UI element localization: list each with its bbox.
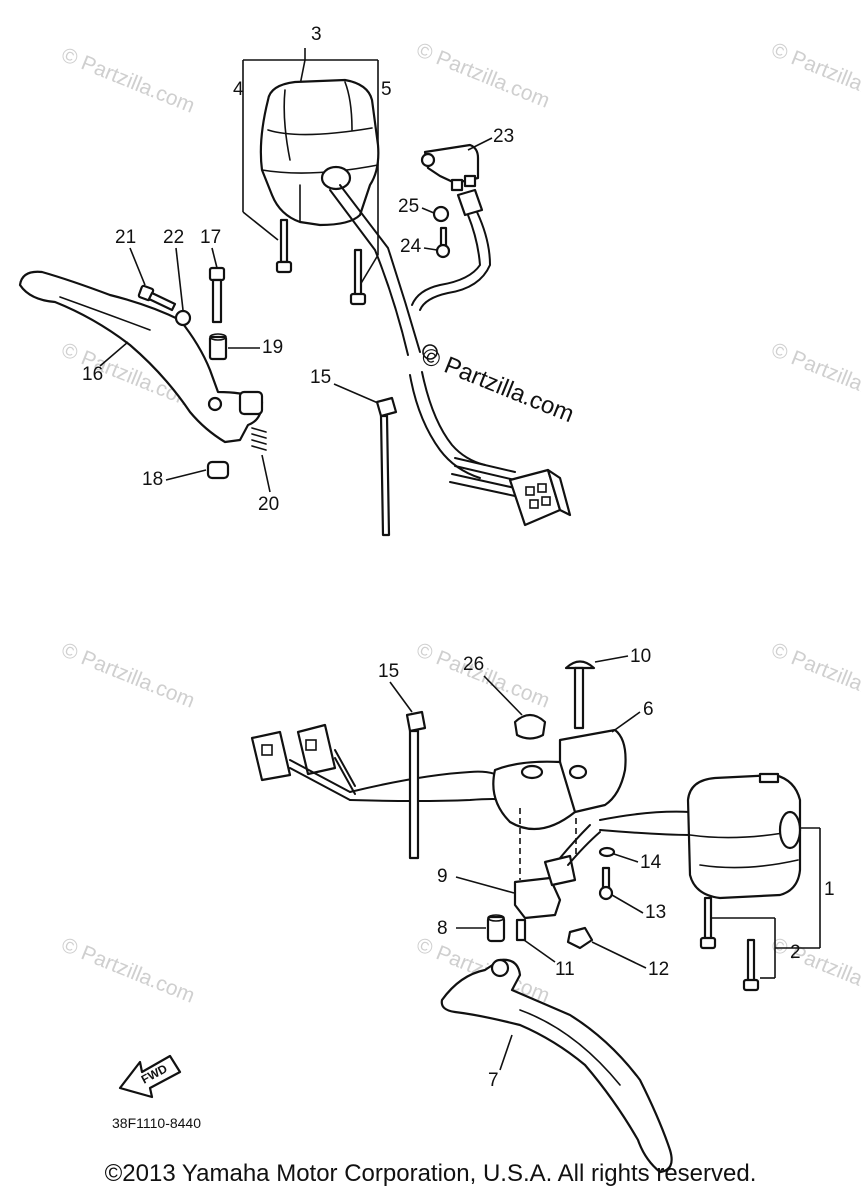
spring-20 bbox=[251, 427, 267, 451]
holder-6 bbox=[492, 728, 627, 831]
callout-4: 4 bbox=[233, 79, 244, 100]
watermark: © Partzilla.com bbox=[413, 638, 553, 712]
callout-2: 2 bbox=[790, 942, 801, 963]
copyright-notice: ©2013 Yamaha Motor Corporation, U.S.A. A… bbox=[104, 1160, 757, 1187]
callout-bracket-2 bbox=[711, 917, 776, 979]
watermark: © Partzilla.com bbox=[768, 38, 861, 112]
screw-13 bbox=[598, 866, 614, 901]
top-connector bbox=[508, 468, 572, 527]
bolt-17 bbox=[208, 266, 226, 324]
callout-15-top: 15 bbox=[310, 367, 331, 388]
callout-23: 23 bbox=[493, 126, 514, 147]
watermark: © Partzilla.com bbox=[413, 38, 553, 112]
cap-26 bbox=[513, 713, 547, 740]
watermark: © Partzilla.com bbox=[58, 638, 198, 712]
callouts: 3 4 5 23 25 24 21 22 17 19 16 15 18 20 1… bbox=[82, 24, 835, 1091]
screw-5 bbox=[349, 248, 367, 306]
right-switch-housing bbox=[686, 772, 802, 900]
watermark: © Partzilla.com bbox=[58, 933, 198, 1007]
bolt-10 bbox=[564, 660, 596, 730]
cable-tie-15-bottom bbox=[405, 710, 427, 860]
callout-12: 12 bbox=[648, 959, 669, 980]
screw-2a bbox=[699, 896, 717, 950]
main-watermark-text: © Partzilla.com bbox=[418, 343, 578, 429]
callout-17: 17 bbox=[200, 227, 221, 248]
clutch-switch-23 bbox=[411, 143, 492, 311]
callout-9: 9 bbox=[437, 866, 448, 887]
callout-13: 13 bbox=[645, 902, 666, 923]
callout-8: 8 bbox=[437, 918, 448, 939]
callout-24: 24 bbox=[400, 236, 422, 257]
diagram-code: 38F1110-8440 bbox=[112, 1115, 201, 1131]
brake-switch-9 bbox=[513, 824, 601, 920]
bottom-connector bbox=[250, 723, 356, 801]
watermark: © Partzilla.com bbox=[768, 338, 861, 412]
cable-tie-15-top bbox=[375, 396, 398, 537]
callout-25: 25 bbox=[398, 196, 419, 217]
left-switch-housing bbox=[259, 78, 380, 227]
callout-bracket-1 bbox=[775, 827, 821, 949]
callout-14: 14 bbox=[640, 852, 662, 873]
callout-19: 19 bbox=[262, 337, 283, 358]
callout-1: 1 bbox=[824, 879, 835, 900]
callout-21: 21 bbox=[115, 227, 136, 248]
collar-19 bbox=[208, 333, 228, 361]
callout-20: 20 bbox=[258, 494, 279, 515]
callout-7: 7 bbox=[488, 1070, 499, 1091]
screw-24 bbox=[435, 226, 451, 259]
callout-26: 26 bbox=[463, 654, 484, 675]
callout-15-bottom: 15 bbox=[378, 661, 399, 682]
callout-3: 3 bbox=[311, 24, 322, 45]
nut-12 bbox=[566, 926, 594, 950]
clutch-lever-16 bbox=[18, 270, 264, 444]
collar-8 bbox=[486, 914, 506, 943]
washer-14 bbox=[598, 846, 616, 858]
callout-16: 16 bbox=[82, 364, 103, 385]
watermark: © Partzilla.com bbox=[58, 43, 198, 117]
watermark: © Partzilla.com bbox=[768, 933, 861, 1007]
brake-lever-7 bbox=[440, 958, 673, 1174]
screw-2b bbox=[742, 938, 760, 992]
watermark: © Partzilla.com bbox=[768, 638, 861, 712]
forward-arrow: FWD bbox=[118, 1054, 182, 1099]
nut-22 bbox=[174, 309, 192, 327]
bolt-21 bbox=[137, 284, 177, 312]
callout-22: 22 bbox=[163, 227, 184, 248]
callout-10: 10 bbox=[630, 646, 651, 667]
callout-18: 18 bbox=[142, 469, 163, 490]
screw-11 bbox=[515, 918, 527, 942]
callout-11: 11 bbox=[555, 959, 575, 980]
top-harness bbox=[329, 184, 516, 497]
callout-6: 6 bbox=[643, 699, 654, 720]
screw-4 bbox=[275, 218, 293, 274]
nut-25 bbox=[432, 205, 450, 223]
nut-18 bbox=[206, 460, 230, 480]
callout-5: 5 bbox=[381, 79, 392, 100]
main-watermark: © Partzilla.com bbox=[418, 343, 578, 429]
